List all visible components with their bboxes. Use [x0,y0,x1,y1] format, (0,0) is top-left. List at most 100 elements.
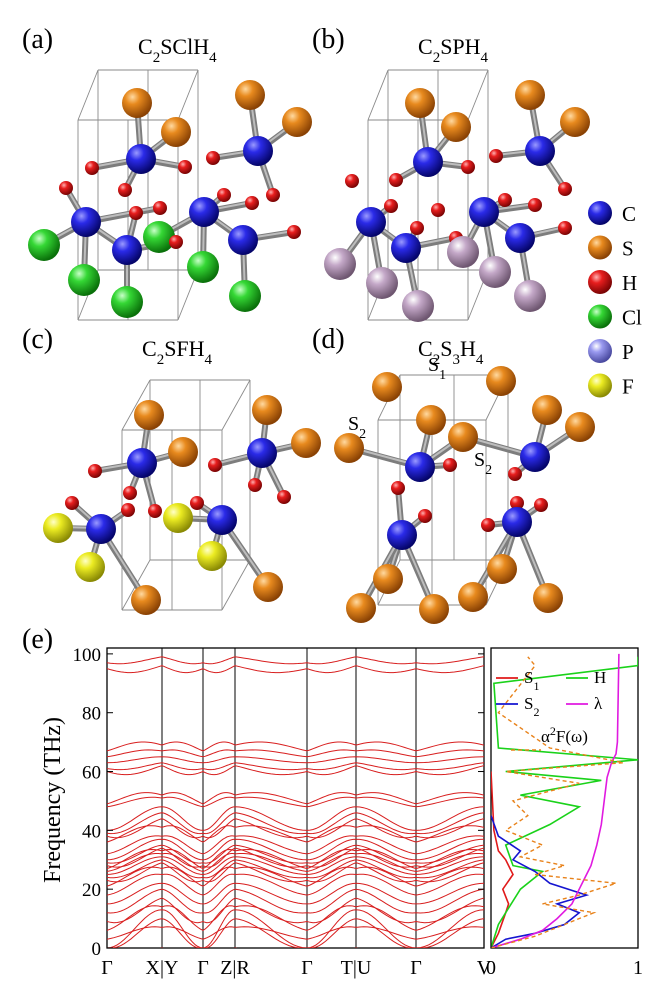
atom-cl [143,221,175,253]
dos-series-s2 [491,815,590,948]
dos-series-s1 [491,771,514,948]
atom-h [245,196,259,210]
atom-h [65,496,79,510]
y-tick-label: 0 [92,939,102,960]
atom-p [514,280,546,312]
cell-edge [221,559,251,611]
atom-c [502,507,532,537]
phonon-band [107,905,484,931]
phonon-band [107,918,484,948]
atom-h [345,174,359,188]
atom-s [533,583,563,613]
legend-swatch-f [588,373,612,398]
atom-h [389,173,403,187]
legend-swatch-p [588,339,612,363]
cell-edge [467,69,489,121]
atom-h [418,509,432,523]
atom-h [431,203,445,217]
phonon-band [107,741,484,752]
legend-swatch-cl [588,304,612,329]
formula-b: C2SPH4 [418,34,489,66]
atom-cl [111,286,143,318]
x-tick-label: Γ [101,957,113,979]
phonon-band [107,926,484,940]
atom-c [207,505,237,535]
phonon-band [107,749,484,758]
dos-legend-label: S1 [524,668,539,693]
atom-cl [187,251,219,283]
atom-s [372,372,402,402]
panel-label-b: (b) [312,24,345,55]
dos-x-tick-label: 1 [633,957,643,979]
site-label-s1: S1 [428,354,446,383]
atom-h [217,188,231,202]
legend-label-f: F [622,375,634,399]
dos-plot-frame [490,647,639,949]
atom-h [266,188,280,202]
atom-c [86,514,116,544]
atom-h [59,181,73,195]
site-label-s2-left: S2 [348,413,366,442]
formula-c: C2SFH4 [142,336,213,368]
atom-h [85,161,99,175]
atom-c [525,136,555,166]
atom-c [71,207,101,237]
legend-swatch-c [588,201,612,225]
atom-p [447,236,479,268]
atom-h [528,198,542,212]
atom-c [413,147,443,177]
atom-c [405,452,435,482]
phonon-band [107,873,484,896]
atom-c [505,223,535,253]
atom-h [391,481,405,495]
atom-s [515,80,545,110]
phonon-band [107,796,484,808]
atom-s [448,422,478,452]
atom-h [534,498,548,512]
legend-label-h: H [622,271,637,295]
dos-legend-label: H [594,668,606,687]
atom-c [243,136,273,166]
phonon-band [107,862,484,883]
atom-h [558,182,572,196]
site-label-s2-right: S2 [474,449,492,478]
atom-s [252,395,282,425]
atom-s [161,117,191,147]
legend-label-p: P [622,340,634,364]
atom-s [253,572,283,602]
panel-label-a: (a) [22,24,53,55]
atom-h [121,503,135,517]
atom-h [123,486,137,500]
atom-s [346,593,376,623]
crystal-structure-c [43,379,321,615]
atom-c [228,225,258,255]
y-tick-label: 100 [73,645,102,666]
atom-h [410,221,424,235]
legend-label-s: S [622,237,634,261]
band-curves [107,656,484,948]
phonon-band [107,847,484,868]
atom-s [405,88,435,118]
phonon-band [107,656,484,665]
atom-h [510,496,524,510]
phonon-band [107,866,484,887]
dos-legend-label: λ [594,694,603,713]
atom-h [277,490,291,504]
phonon-band [107,665,484,674]
y-tick-label: 20 [82,880,101,901]
atom-s [334,433,364,463]
atom-s [486,366,516,396]
atom-h [508,467,522,481]
atom-f [163,503,193,533]
atom-s [131,585,161,615]
phonon-band [107,825,484,843]
atom-c [189,197,219,227]
atom-p [324,248,356,280]
atom-h [443,458,457,472]
